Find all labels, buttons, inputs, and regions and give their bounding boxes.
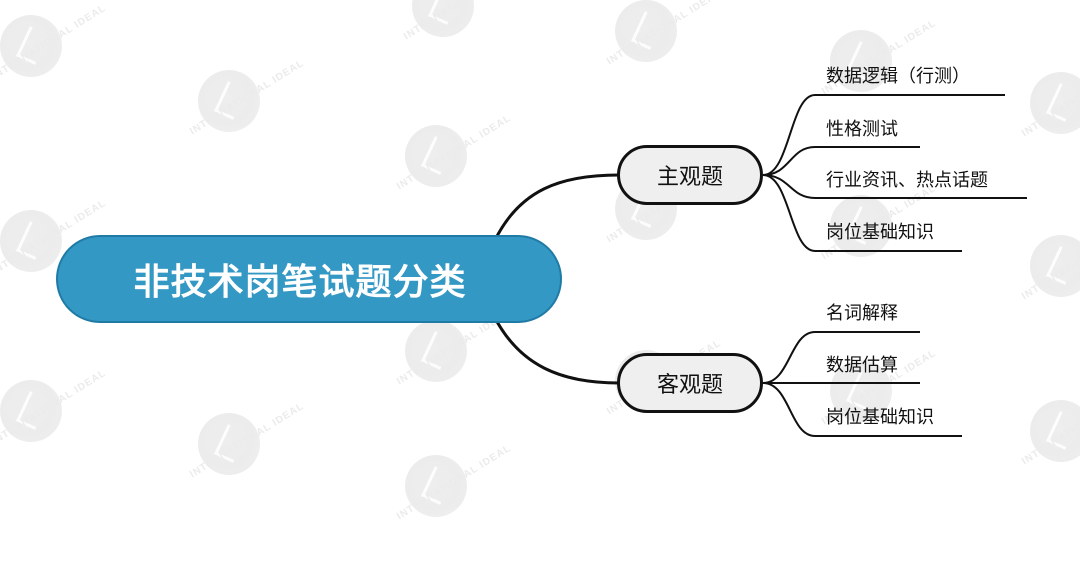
leaf-node[interactable]: 数据逻辑（行测）: [826, 66, 970, 87]
connector-leaf: [762, 382, 962, 437]
root-node-label: 非技术岗笔试题分类: [133, 262, 467, 303]
root-node[interactable]: 非技术岗笔试题分类: [56, 235, 562, 323]
branch-node-label: 主观题: [656, 165, 723, 190]
leaf-node[interactable]: 性格测试: [826, 119, 898, 140]
connector-leaf: [762, 174, 962, 252]
connector-root-to-objective: [493, 317, 620, 385]
connector-leaf: [762, 146, 920, 176]
branch-node-subjective[interactable]: 主观题: [617, 145, 763, 205]
branch-node-label: 客观题: [656, 373, 723, 398]
leaf-node[interactable]: 岗位基础知识: [826, 222, 934, 243]
connector-lines: [493, 94, 1027, 437]
leaf-node[interactable]: 名词解释: [826, 303, 898, 324]
connector-leaf: [762, 331, 920, 384]
connector-root-to-subjective: [493, 173, 620, 241]
connector-leaf: [762, 174, 1027, 199]
leaf-node[interactable]: 数据估算: [826, 355, 898, 376]
leaf-node[interactable]: 岗位基础知识: [826, 407, 934, 428]
connector-leaf: [762, 94, 1005, 176]
leaf-node[interactable]: 行业资讯、热点话题: [826, 170, 988, 191]
branch-node-objective[interactable]: 客观题: [617, 353, 763, 413]
